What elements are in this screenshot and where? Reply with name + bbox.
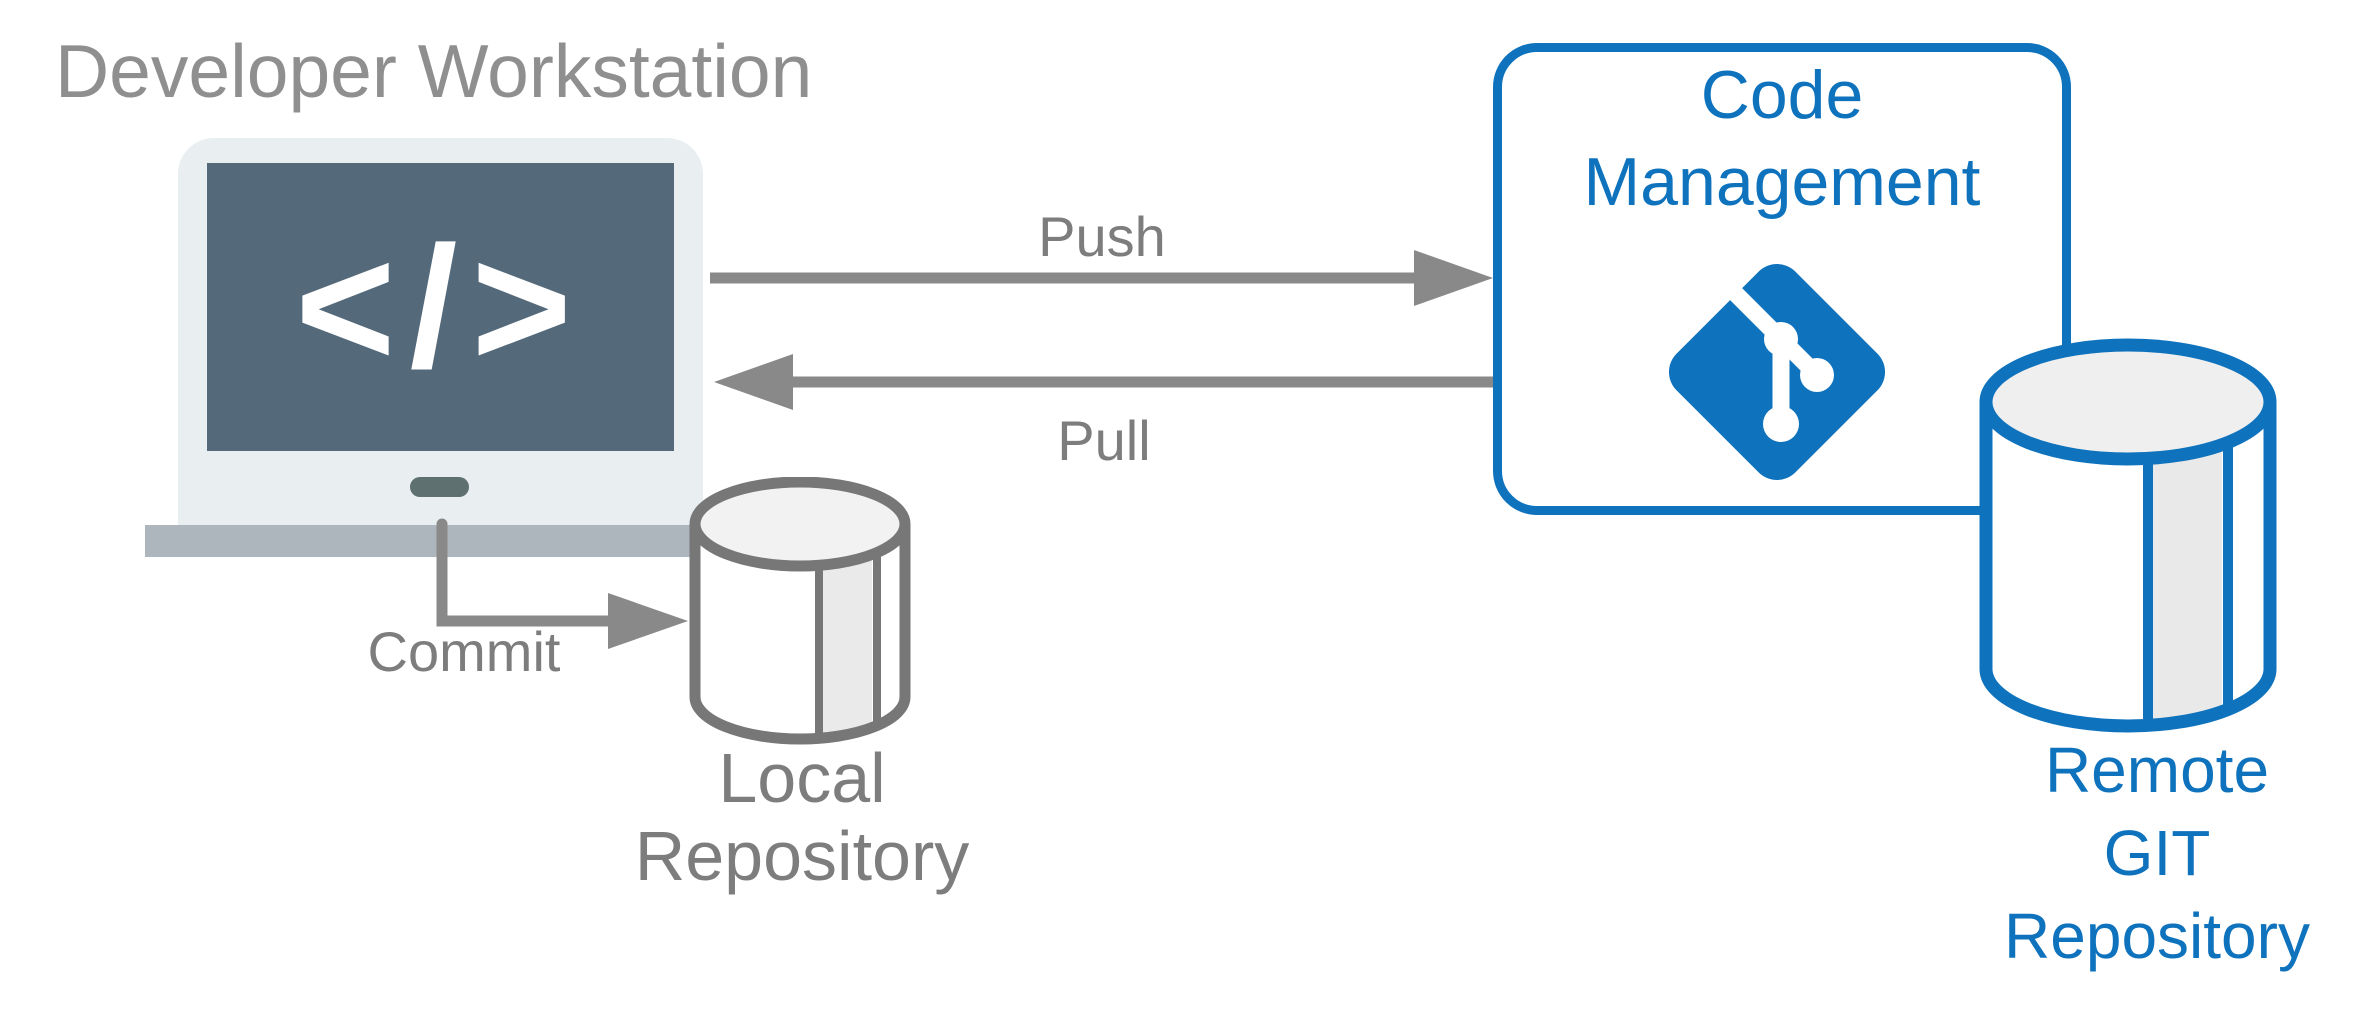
database-cylinder-icon — [689, 477, 911, 745]
pull-arrow — [714, 354, 1493, 410]
git-branch-icon — [1668, 263, 1886, 481]
remote-repository-label-line1: Remote — [2044, 734, 2270, 806]
code-management-label: Code Management — [1584, 52, 1981, 226]
code-icon: </> — [295, 211, 586, 403]
remote-repository-label-line2: GIT — [2103, 817, 2211, 889]
local-repository-label-line1: Local — [718, 739, 886, 817]
push-label: Push — [1038, 205, 1166, 268]
database-cylinder-icon — [1979, 338, 2277, 733]
laptop-screen — [207, 163, 674, 451]
local-repository-label: Local Repository — [635, 739, 970, 895]
code-management-label-line1: Code — [1700, 57, 1864, 133]
laptop-base — [145, 525, 703, 557]
diagram-title: Developer Workstation — [55, 29, 813, 113]
laptop-button — [410, 477, 469, 497]
push-arrow — [710, 250, 1493, 306]
remote-repository-label: Remote GIT Repository — [2004, 729, 2310, 978]
local-repository-label-line2: Repository — [634, 817, 970, 895]
code-management-label-line2: Management — [1583, 144, 1981, 220]
pull-label: Pull — [1057, 409, 1151, 472]
remote-repository-label-line3: Repository — [2004, 900, 2310, 972]
commit-arrow — [436, 518, 688, 649]
commit-label: Commit — [367, 620, 561, 683]
